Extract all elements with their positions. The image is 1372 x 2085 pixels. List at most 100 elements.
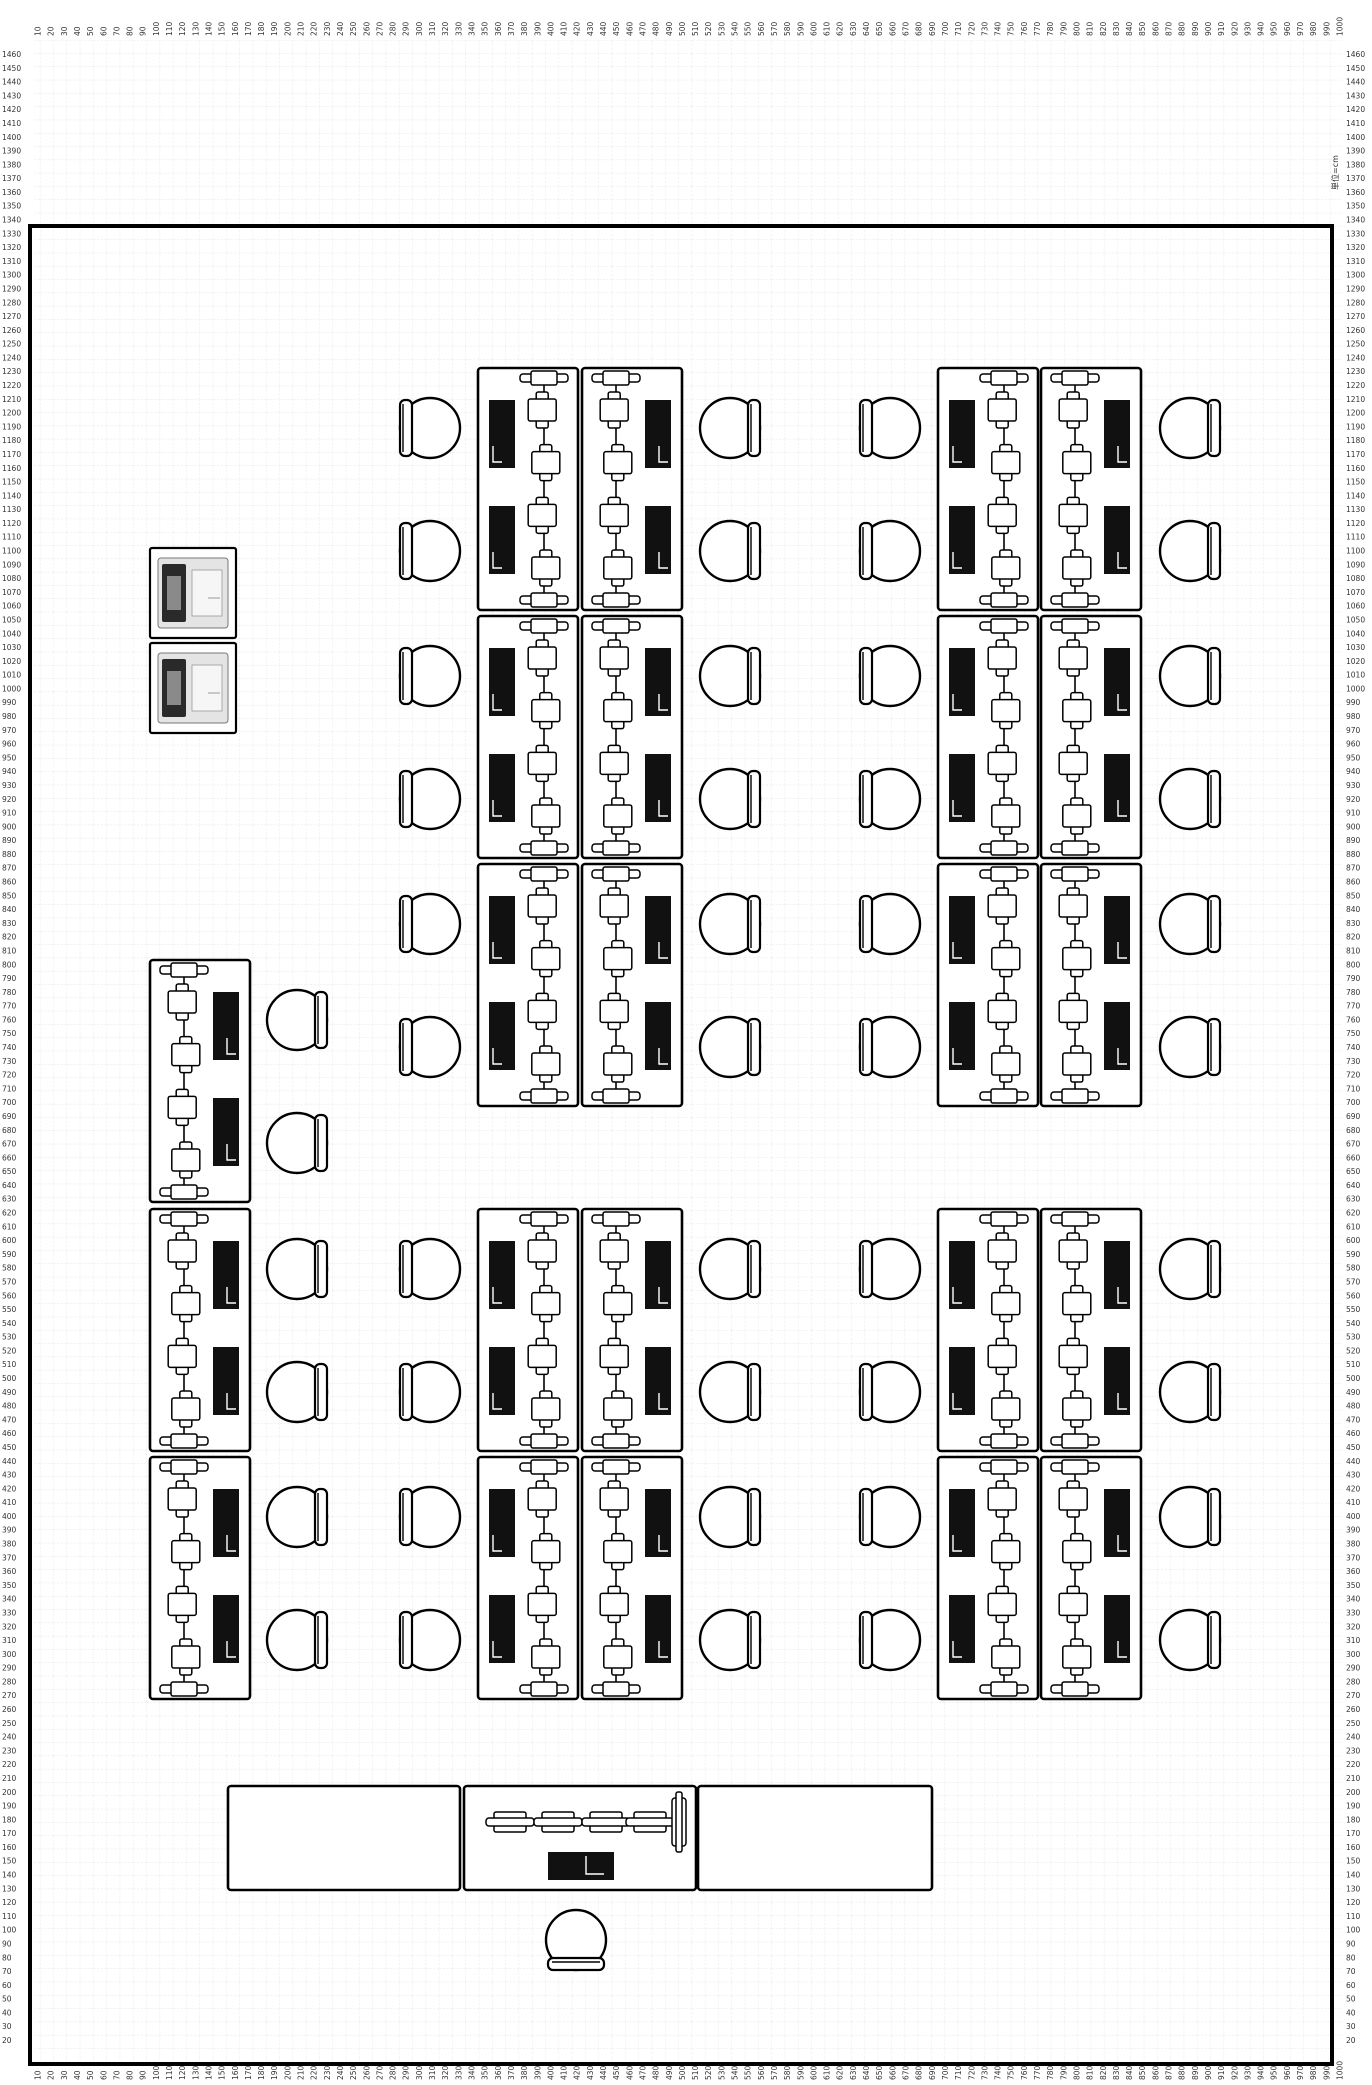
ruler-tick-label: 550 bbox=[1346, 1305, 1361, 1314]
office-chair-icon[interactable] bbox=[265, 1485, 329, 1549]
printer-icon[interactable] bbox=[148, 641, 238, 735]
ruler-tick-label: 700 bbox=[941, 2065, 950, 2080]
desk[interactable] bbox=[936, 862, 1040, 1108]
desk[interactable] bbox=[148, 958, 252, 1204]
desk[interactable] bbox=[936, 1207, 1040, 1453]
desk[interactable] bbox=[580, 1207, 684, 1453]
desk[interactable] bbox=[476, 366, 580, 612]
table[interactable] bbox=[696, 1784, 934, 1892]
ruler-tick-label: 1050 bbox=[1346, 615, 1365, 624]
desk[interactable] bbox=[1039, 862, 1143, 1108]
office-chair-icon[interactable] bbox=[398, 644, 462, 708]
ruler-tick-label: 580 bbox=[783, 21, 792, 36]
ruler-tick-label: 60 bbox=[99, 2070, 108, 2080]
office-chair-icon[interactable] bbox=[265, 1608, 329, 1672]
office-chair-icon[interactable] bbox=[858, 1015, 922, 1079]
desk[interactable] bbox=[148, 1455, 252, 1701]
office-chair-icon[interactable] bbox=[858, 396, 922, 460]
table[interactable] bbox=[226, 1784, 462, 1892]
office-chair-icon[interactable] bbox=[1158, 1237, 1222, 1301]
ruler-tick-label: 500 bbox=[1346, 1374, 1361, 1383]
office-chair-icon[interactable] bbox=[858, 1608, 922, 1672]
desk[interactable] bbox=[476, 1455, 580, 1701]
office-chair-icon[interactable] bbox=[1158, 1485, 1222, 1549]
ruler-tick-label: 220 bbox=[2, 1760, 17, 1769]
desk[interactable] bbox=[580, 614, 684, 860]
desk[interactable] bbox=[580, 1455, 684, 1701]
desk[interactable] bbox=[1039, 614, 1143, 860]
ruler-tick-label: 130 bbox=[191, 2065, 200, 2080]
office-chair-icon[interactable] bbox=[1158, 519, 1222, 583]
office-chair-icon[interactable] bbox=[858, 519, 922, 583]
office-chair-icon[interactable] bbox=[698, 892, 762, 956]
desk[interactable] bbox=[476, 614, 580, 860]
ruler-tick-label: 950 bbox=[1346, 753, 1361, 762]
office-chair-icon[interactable] bbox=[698, 1360, 762, 1424]
ruler-left: 1460145014401430142014101400139013801370… bbox=[2, 50, 21, 2045]
office-chair-icon[interactable] bbox=[544, 1908, 608, 1972]
ruler-tick-label: 210 bbox=[297, 2065, 306, 2080]
office-chair-icon[interactable] bbox=[1158, 644, 1222, 708]
office-chair-icon[interactable] bbox=[398, 1360, 462, 1424]
ruler-tick-label: 1230 bbox=[2, 367, 21, 376]
ruler-tick-label: 960 bbox=[1283, 2065, 1292, 2080]
office-chair-icon[interactable] bbox=[698, 519, 762, 583]
office-chair-icon[interactable] bbox=[698, 644, 762, 708]
desk[interactable] bbox=[476, 1207, 580, 1453]
ruler-tick-label: 540 bbox=[731, 2065, 740, 2080]
office-chair-icon[interactable] bbox=[398, 519, 462, 583]
desk[interactable] bbox=[936, 1455, 1040, 1701]
office-chair-icon[interactable] bbox=[1158, 892, 1222, 956]
ruler-tick-label: 720 bbox=[967, 2065, 976, 2080]
desk[interactable] bbox=[936, 614, 1040, 860]
desk[interactable] bbox=[148, 1207, 252, 1453]
office-chair-icon[interactable] bbox=[858, 644, 922, 708]
desk[interactable] bbox=[580, 862, 684, 1108]
office-chair-icon[interactable] bbox=[398, 1485, 462, 1549]
ruler-tick-label: 90 bbox=[2, 1939, 12, 1948]
office-chair-icon[interactable] bbox=[265, 1360, 329, 1424]
office-chair-icon[interactable] bbox=[858, 1237, 922, 1301]
office-chair-icon[interactable] bbox=[698, 1485, 762, 1549]
ruler-tick-label: 890 bbox=[2, 836, 17, 845]
ruler-tick-label: 820 bbox=[1099, 2065, 1108, 2080]
office-chair-icon[interactable] bbox=[858, 1360, 922, 1424]
office-chair-icon[interactable] bbox=[398, 767, 462, 831]
monitor-icon bbox=[213, 1489, 239, 1557]
desk[interactable] bbox=[936, 366, 1040, 612]
office-chair-icon[interactable] bbox=[698, 1015, 762, 1079]
office-chair-icon[interactable] bbox=[1158, 1015, 1222, 1079]
ruler-tick-label: 1100 bbox=[1346, 547, 1365, 556]
desk[interactable] bbox=[476, 862, 580, 1108]
ruler-tick-label: 990 bbox=[1322, 21, 1331, 36]
printer-icon[interactable] bbox=[148, 546, 238, 640]
office-chair-icon[interactable] bbox=[858, 1485, 922, 1549]
office-chair-icon[interactable] bbox=[398, 892, 462, 956]
office-chair-icon[interactable] bbox=[265, 988, 329, 1052]
instructor-desk[interactable] bbox=[462, 1784, 698, 1892]
desk[interactable] bbox=[1039, 1207, 1143, 1453]
ruler-tick-label: 320 bbox=[2, 1622, 17, 1631]
office-chair-icon[interactable] bbox=[265, 1111, 329, 1175]
desk[interactable] bbox=[580, 366, 684, 612]
office-chair-icon[interactable] bbox=[698, 1608, 762, 1672]
office-chair-icon[interactable] bbox=[858, 767, 922, 831]
office-chair-icon[interactable] bbox=[1158, 767, 1222, 831]
office-chair-icon[interactable] bbox=[698, 396, 762, 460]
desk[interactable] bbox=[1039, 366, 1143, 612]
office-chair-icon[interactable] bbox=[398, 396, 462, 460]
desk[interactable] bbox=[1039, 1455, 1143, 1701]
office-chair-icon[interactable] bbox=[398, 1608, 462, 1672]
ruler-tick-label: 710 bbox=[954, 21, 963, 36]
office-chair-icon[interactable] bbox=[858, 892, 922, 956]
office-chair-icon[interactable] bbox=[1158, 1360, 1222, 1424]
office-chair-icon[interactable] bbox=[698, 767, 762, 831]
office-chair-icon[interactable] bbox=[1158, 396, 1222, 460]
office-chair-icon[interactable] bbox=[265, 1237, 329, 1301]
office-chair-icon[interactable] bbox=[1158, 1608, 1222, 1672]
ruler-tick-label: 1220 bbox=[2, 381, 21, 390]
office-chair-icon[interactable] bbox=[398, 1015, 462, 1079]
office-chair-icon[interactable] bbox=[698, 1237, 762, 1301]
ruler-tick-label: 990 bbox=[2, 698, 17, 707]
office-chair-icon[interactable] bbox=[398, 1237, 462, 1301]
